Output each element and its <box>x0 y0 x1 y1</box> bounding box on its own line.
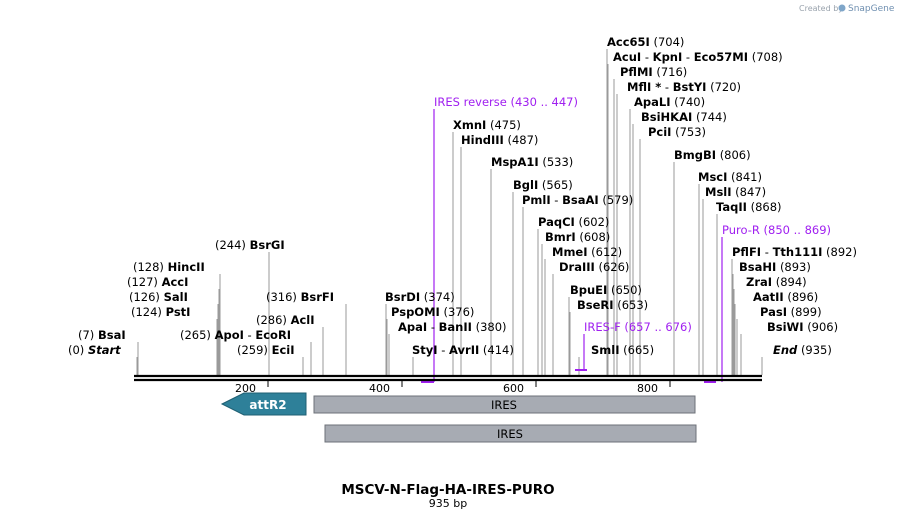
site-psti[interactable]: (124) PstI <box>131 305 190 319</box>
snapgene-logo-icon <box>838 4 846 12</box>
site-hindiii[interactable]: HindIII (487) <box>461 133 538 147</box>
site-bseri[interactable]: BseRI (653) <box>577 298 648 312</box>
site-bsrdi[interactable]: BsrDI (374) <box>385 290 455 304</box>
site-hincii[interactable]: (128) HincII <box>133 260 205 274</box>
scale-label-800: 800 <box>637 382 658 395</box>
site-start[interactable]: (0) Start <box>68 343 121 357</box>
site-bpuei[interactable]: BpuEI (650) <box>570 283 642 297</box>
site-leader-lines <box>136 49 763 375</box>
credit-prefix: Created by <box>799 4 843 13</box>
scale-ticks: 200 400 600 800 <box>235 381 671 395</box>
site-mspa1i[interactable]: MspA1I (533) <box>491 155 573 169</box>
site-mmei[interactable]: MmeI (612) <box>552 245 622 259</box>
map-length: 935 bp <box>429 497 467 510</box>
site-sali[interactable]: (126) SalI <box>129 290 188 304</box>
primer-ires-f[interactable]: IRES-F (657 .. 676) <box>584 320 692 334</box>
site-pmli-bsaai[interactable]: PmlI - BsaAI (579) <box>522 193 633 207</box>
site-acli[interactable]: (286) AclI <box>256 313 315 327</box>
site-acci[interactable]: (127) AccI <box>127 275 188 289</box>
map-title: MSCV-N-Flag-HA-IRES-PURO <box>341 482 554 498</box>
site-bsiwi[interactable]: BsiWI (906) <box>767 320 838 334</box>
site-end[interactable]: End (935) <box>773 343 832 357</box>
site-pflfi-tth111i[interactable]: PflFI - Tth111I (892) <box>732 245 857 259</box>
site-bsrfi[interactable]: (316) BsrFI <box>266 290 334 304</box>
primer-ires-reverse[interactable]: IRES reverse (430 .. 447) <box>434 95 578 109</box>
site-taqii[interactable]: TaqII (868) <box>716 200 782 214</box>
feature-label-attR2: attR2 <box>249 398 286 412</box>
site-zrai[interactable]: ZraI (894) <box>746 275 807 289</box>
site-acc65i[interactable]: Acc65I (704) <box>607 35 684 49</box>
site-apoi-ecori[interactable]: (265) ApoI - EcoRI <box>180 328 291 342</box>
credit-brand: SnapGene <box>848 4 895 14</box>
site-smli[interactable]: SmlI (665) <box>591 343 654 357</box>
site-bgli[interactable]: BglI (565) <box>513 178 573 192</box>
site-mfli-bstyi[interactable]: MflI * - BstYI (720) <box>627 80 741 94</box>
site-msli[interactable]: MslI (847) <box>705 185 766 199</box>
site-bmri[interactable]: BmrI (608) <box>545 230 610 244</box>
scale-label-600: 600 <box>503 382 524 395</box>
site-pasi[interactable]: PasI (899) <box>760 305 822 319</box>
feature-ires-2[interactable]: IRES <box>324 424 697 443</box>
site-styi-avrii[interactable]: StyI - AvrII (414) <box>412 343 514 357</box>
primer-puro-r[interactable]: Puro-R (850 .. 869) <box>722 223 831 237</box>
feature-label-ires-1: IRES <box>491 398 517 412</box>
dna-backbone <box>134 374 762 382</box>
site-pspomi[interactable]: PspOMI (376) <box>391 305 474 319</box>
site-bsrgi[interactable]: (244) BsrGI <box>215 238 285 252</box>
feature-label-ires-2: IRES <box>497 427 523 441</box>
site-msci[interactable]: MscI (841) <box>698 170 762 184</box>
feature-attR2[interactable]: attR2 <box>220 392 307 416</box>
site-labels: (0) Start(7) BsaI(124) PstI(126) SalI(12… <box>68 35 857 357</box>
site-ecii[interactable]: (259) EciI <box>237 343 295 357</box>
site-xmni[interactable]: XmnI (475) <box>453 118 521 132</box>
feature-ires-1[interactable]: IRES <box>313 395 696 414</box>
scale-label-400: 400 <box>369 382 390 395</box>
site-bmgbi[interactable]: BmgBI (806) <box>674 148 751 162</box>
site-bsahi[interactable]: BsaHI (893) <box>739 260 811 274</box>
scale-label-200: 200 <box>235 382 256 395</box>
primer-labels: IRES reverse (430 .. 447) IRES-F (657 .. … <box>434 95 831 334</box>
site-apai-banii[interactable]: ApaI - BanII (380) <box>398 320 507 334</box>
site-aatii[interactable]: AatII (896) <box>753 290 818 304</box>
primer-markers <box>421 109 723 383</box>
site-apali[interactable]: ApaLI (740) <box>634 95 705 109</box>
site-bsai[interactable]: (7) BsaI <box>78 328 126 342</box>
site-bsihkai[interactable]: BsiHKAI (744) <box>641 110 727 124</box>
site-pflmi[interactable]: PflMI (716) <box>620 65 687 79</box>
site-paqci[interactable]: PaqCI (602) <box>538 215 609 229</box>
site-acui-kpni-eco57mi[interactable]: AcuI - KpnI - Eco57MI (708) <box>613 50 783 64</box>
site-pcii[interactable]: PciI (753) <box>648 125 706 139</box>
site-draiii[interactable]: DraIII (626) <box>559 260 629 274</box>
